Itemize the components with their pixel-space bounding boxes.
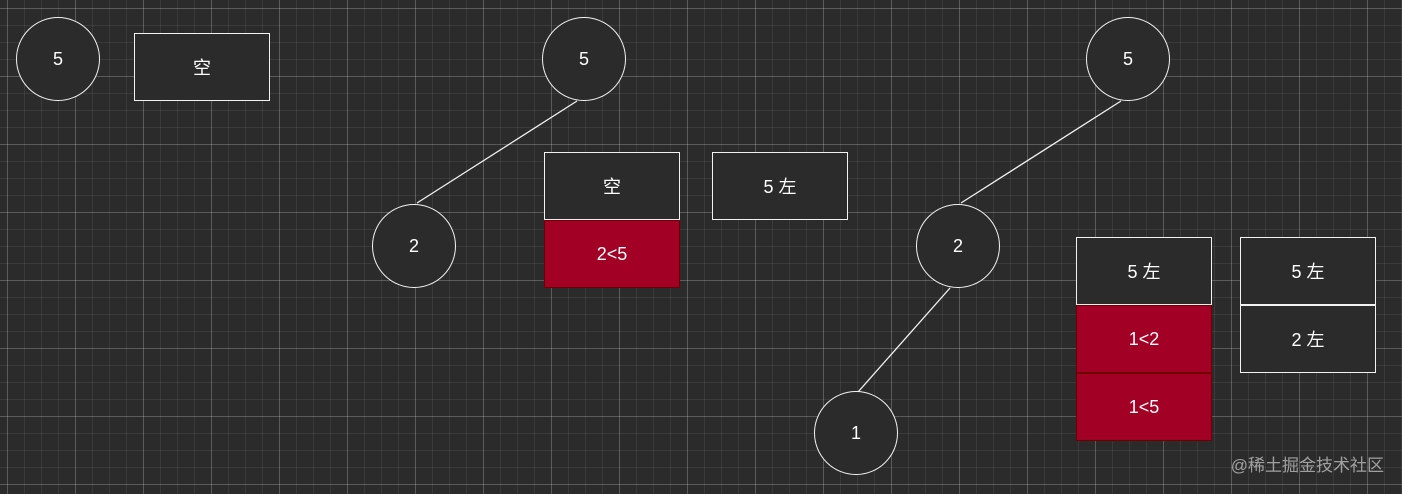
stack-cell: 空 bbox=[544, 152, 680, 220]
tree-node: 2 bbox=[916, 204, 1000, 288]
visited-cell-label: 5 左 bbox=[1291, 262, 1325, 282]
node-label: 2 bbox=[408, 235, 419, 256]
node-label: 1 bbox=[850, 422, 861, 443]
visited-cell: 2 左 bbox=[1240, 305, 1376, 373]
stack-cell-highlighted: 2<5 bbox=[544, 220, 680, 288]
stack-cell-label: 空 bbox=[193, 58, 211, 78]
node-label: 2 bbox=[952, 235, 963, 256]
stack-cell-label: 2<5 bbox=[596, 243, 628, 264]
tree-node: 5 bbox=[542, 17, 626, 101]
visited-cell-label: 2 左 bbox=[1291, 330, 1325, 350]
edge-p3-left-to-leftleft bbox=[857, 287, 951, 393]
edge-p2-root-to-left bbox=[416, 100, 578, 204]
tree-node: 1 bbox=[814, 391, 898, 475]
stack-cell-label: 空 bbox=[603, 177, 621, 197]
visited-cell: 5 左 bbox=[712, 152, 848, 220]
stack-cell-highlighted: 1<5 bbox=[1076, 373, 1212, 441]
tree-node: 2 bbox=[372, 204, 456, 288]
tree-node: 5 bbox=[16, 17, 100, 101]
tree-node: 5 bbox=[1086, 17, 1170, 101]
stack-cell-label: 1<2 bbox=[1128, 328, 1160, 349]
node-label: 5 bbox=[578, 48, 589, 69]
stack-cell-label: 1<5 bbox=[1128, 396, 1160, 417]
edge-p3-root-to-left bbox=[960, 100, 1122, 204]
stack-cell-highlighted: 1<2 bbox=[1076, 305, 1212, 373]
stack-cell: 空 bbox=[134, 33, 270, 101]
node-label: 5 bbox=[1122, 48, 1133, 69]
visited-cell-label: 5 左 bbox=[763, 177, 797, 197]
watermark: @稀土掘金技术社区 bbox=[1230, 456, 1384, 475]
node-label: 5 bbox=[52, 48, 63, 69]
stack-cell-label: 5 左 bbox=[1127, 262, 1161, 282]
stack-cell: 5 左 bbox=[1076, 237, 1212, 305]
visited-cell: 5 左 bbox=[1240, 237, 1376, 305]
